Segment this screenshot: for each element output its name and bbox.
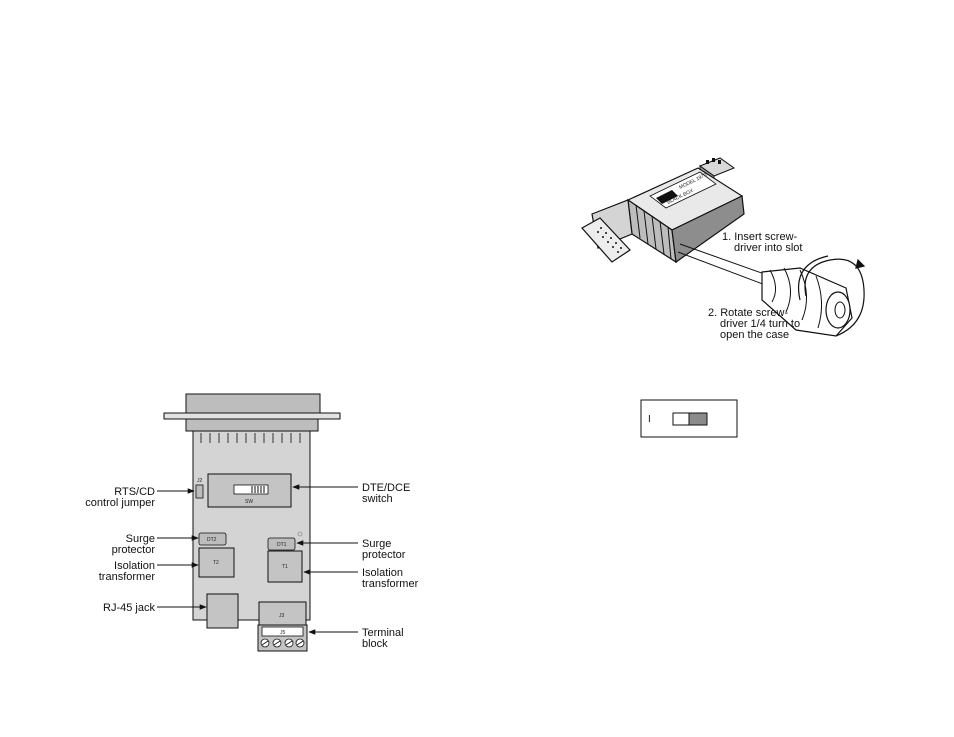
label-iso-right-2: transformer — [362, 578, 419, 590]
j3-label: J3 — [279, 613, 285, 619]
dte-dce-switch-slider — [234, 485, 268, 494]
step1-line2: driver into slot — [734, 242, 802, 254]
db25-connector-shell — [186, 394, 320, 414]
label-rj45: RJ-45 jack — [103, 602, 155, 614]
dt2-label: DT2 — [207, 537, 217, 543]
switch-box-label: I — [648, 414, 651, 425]
rj45-jack — [207, 594, 238, 628]
label-surge-left-2: protector — [112, 544, 156, 556]
device-db25-plug — [582, 200, 632, 262]
label-dte-dce-2: switch — [362, 493, 393, 505]
circuit-board-diagram: J2 SW DT2 T2 DT1 T1 J3 J5 — [85, 394, 418, 651]
label-iso-left-2: transformer — [99, 571, 156, 583]
db25-mounting-flange — [164, 413, 340, 419]
j2-jumper — [196, 485, 203, 498]
label-rts-cd-2: control jumper — [85, 497, 155, 509]
dt1-label: DT1 — [277, 542, 287, 548]
case-opening-illustration: MODEL 1970 BLACK BOX — [582, 158, 864, 341]
sw-label: SW — [245, 499, 253, 505]
label-surge-right-2: protector — [362, 549, 406, 561]
t2-label: T2 — [213, 560, 219, 566]
switch-knob — [689, 413, 707, 425]
j5-label: J5 — [280, 630, 286, 636]
t1-label: T1 — [282, 564, 288, 570]
step2-line3: open the case — [720, 329, 789, 341]
db25-connector-base — [186, 419, 318, 431]
pcb-board — [193, 431, 310, 620]
label-terminal-2: block — [362, 638, 388, 650]
switch-position-box: I — [641, 400, 737, 437]
j2-label: J2 — [197, 478, 203, 484]
device-body: MODEL 1970 BLACK BOX — [628, 168, 744, 262]
